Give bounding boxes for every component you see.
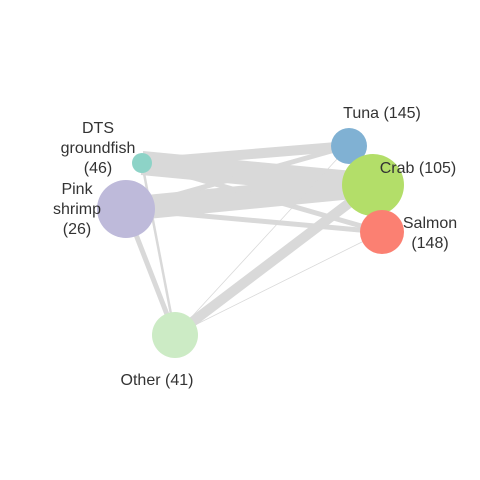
edge-dts-other [140,162,177,336]
edge-salmon-other [174,231,383,336]
node-label-line: Other (41) [121,372,194,389]
node-label-line: Crab (105) [380,160,456,177]
node-dts [132,153,152,173]
edge-dts-salmon [141,160,383,235]
node-layer [97,128,404,358]
node-label-line: (46) [84,160,112,177]
node-crab [342,154,404,216]
node-salmon [360,210,404,254]
label-layer: Tuna (145) Crab (105) Salmon (148) DTS ground… [53,105,457,389]
node-label-line: DTS [82,120,114,137]
node-label-line: Tuna (145) [343,105,421,122]
node-label-line: groundfish [61,140,136,157]
node-label-line: Salmon [403,215,457,232]
node-label-line: (26) [63,221,91,238]
edge-layer [123,141,385,339]
node-label-salmon: Salmon (148) [403,215,457,252]
node-other [152,312,198,358]
node-tuna [331,128,367,164]
edge-crab-other [171,181,377,339]
node-label-tuna: Tuna (145) [343,105,421,122]
edge-dts-tuna [141,141,350,168]
node-label-line: Pink [61,181,93,198]
node-label-other: Other (41) [121,372,194,389]
node-label-line: (148) [411,235,448,252]
edge-shrimp-salmon [125,206,383,235]
node-label-line: shrimp [53,201,101,218]
node-label-shrimp: Pink shrimp (26) [53,181,101,238]
node-shrimp [97,180,155,238]
node-label-dts: DTS groundfish (46) [61,120,136,177]
node-label-crab: Crab (105) [380,160,456,177]
edge-shrimp-tuna [125,143,350,212]
edge-tuna-other [174,145,350,336]
